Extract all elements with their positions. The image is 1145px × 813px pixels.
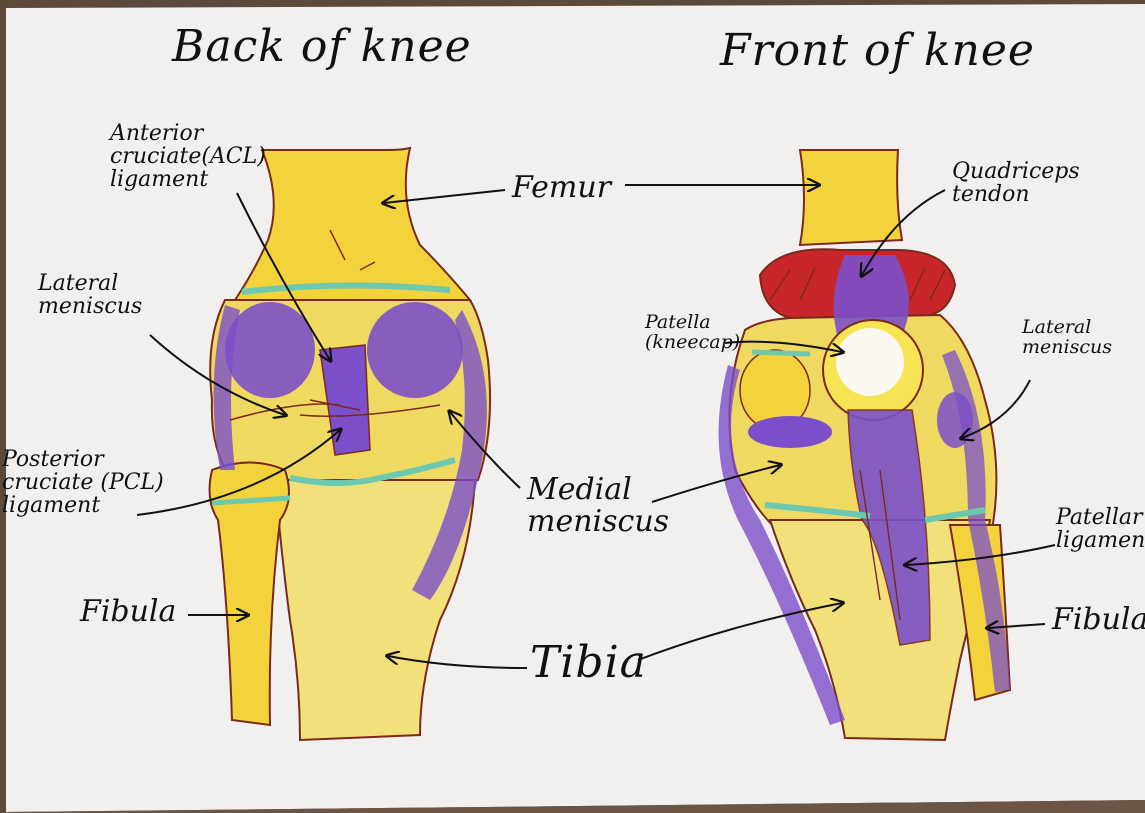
label-medial-meniscus: Medial meniscus (527, 474, 669, 537)
label-fibula-back: Fibula (80, 596, 176, 628)
front-femur-bone (800, 150, 902, 245)
title-back-of-knee: Back of knee (172, 24, 472, 70)
front-medial-meniscus-purple (748, 416, 832, 448)
front-patella-highlight (836, 328, 904, 396)
label-quadriceps-tendon: Quadriceps tendon (952, 160, 1145, 206)
label-tibia: Tibia (530, 640, 647, 686)
back-medial-condyle (367, 302, 463, 398)
label-lateral-meniscus-front: Lateral meniscus (1022, 318, 1112, 358)
front-lateral-meniscus-purple (937, 392, 973, 448)
label-lateral-meniscus-back: Lateral meniscus (38, 272, 142, 318)
label-acl: Anterior cruciate(ACL) ligament (110, 122, 266, 191)
title-front-of-knee: Front of knee (720, 28, 1035, 74)
front-patella-meniscus-line (752, 352, 810, 354)
label-fibula-front: Fibula (1052, 604, 1145, 636)
label-patella: Patella (kneecap) (645, 313, 740, 353)
label-femur: Femur (512, 172, 611, 204)
label-pcl: Posterior cruciate (PCL) ligament (2, 448, 164, 517)
label-patellar-ligament: Patellar ligament (1056, 506, 1145, 552)
